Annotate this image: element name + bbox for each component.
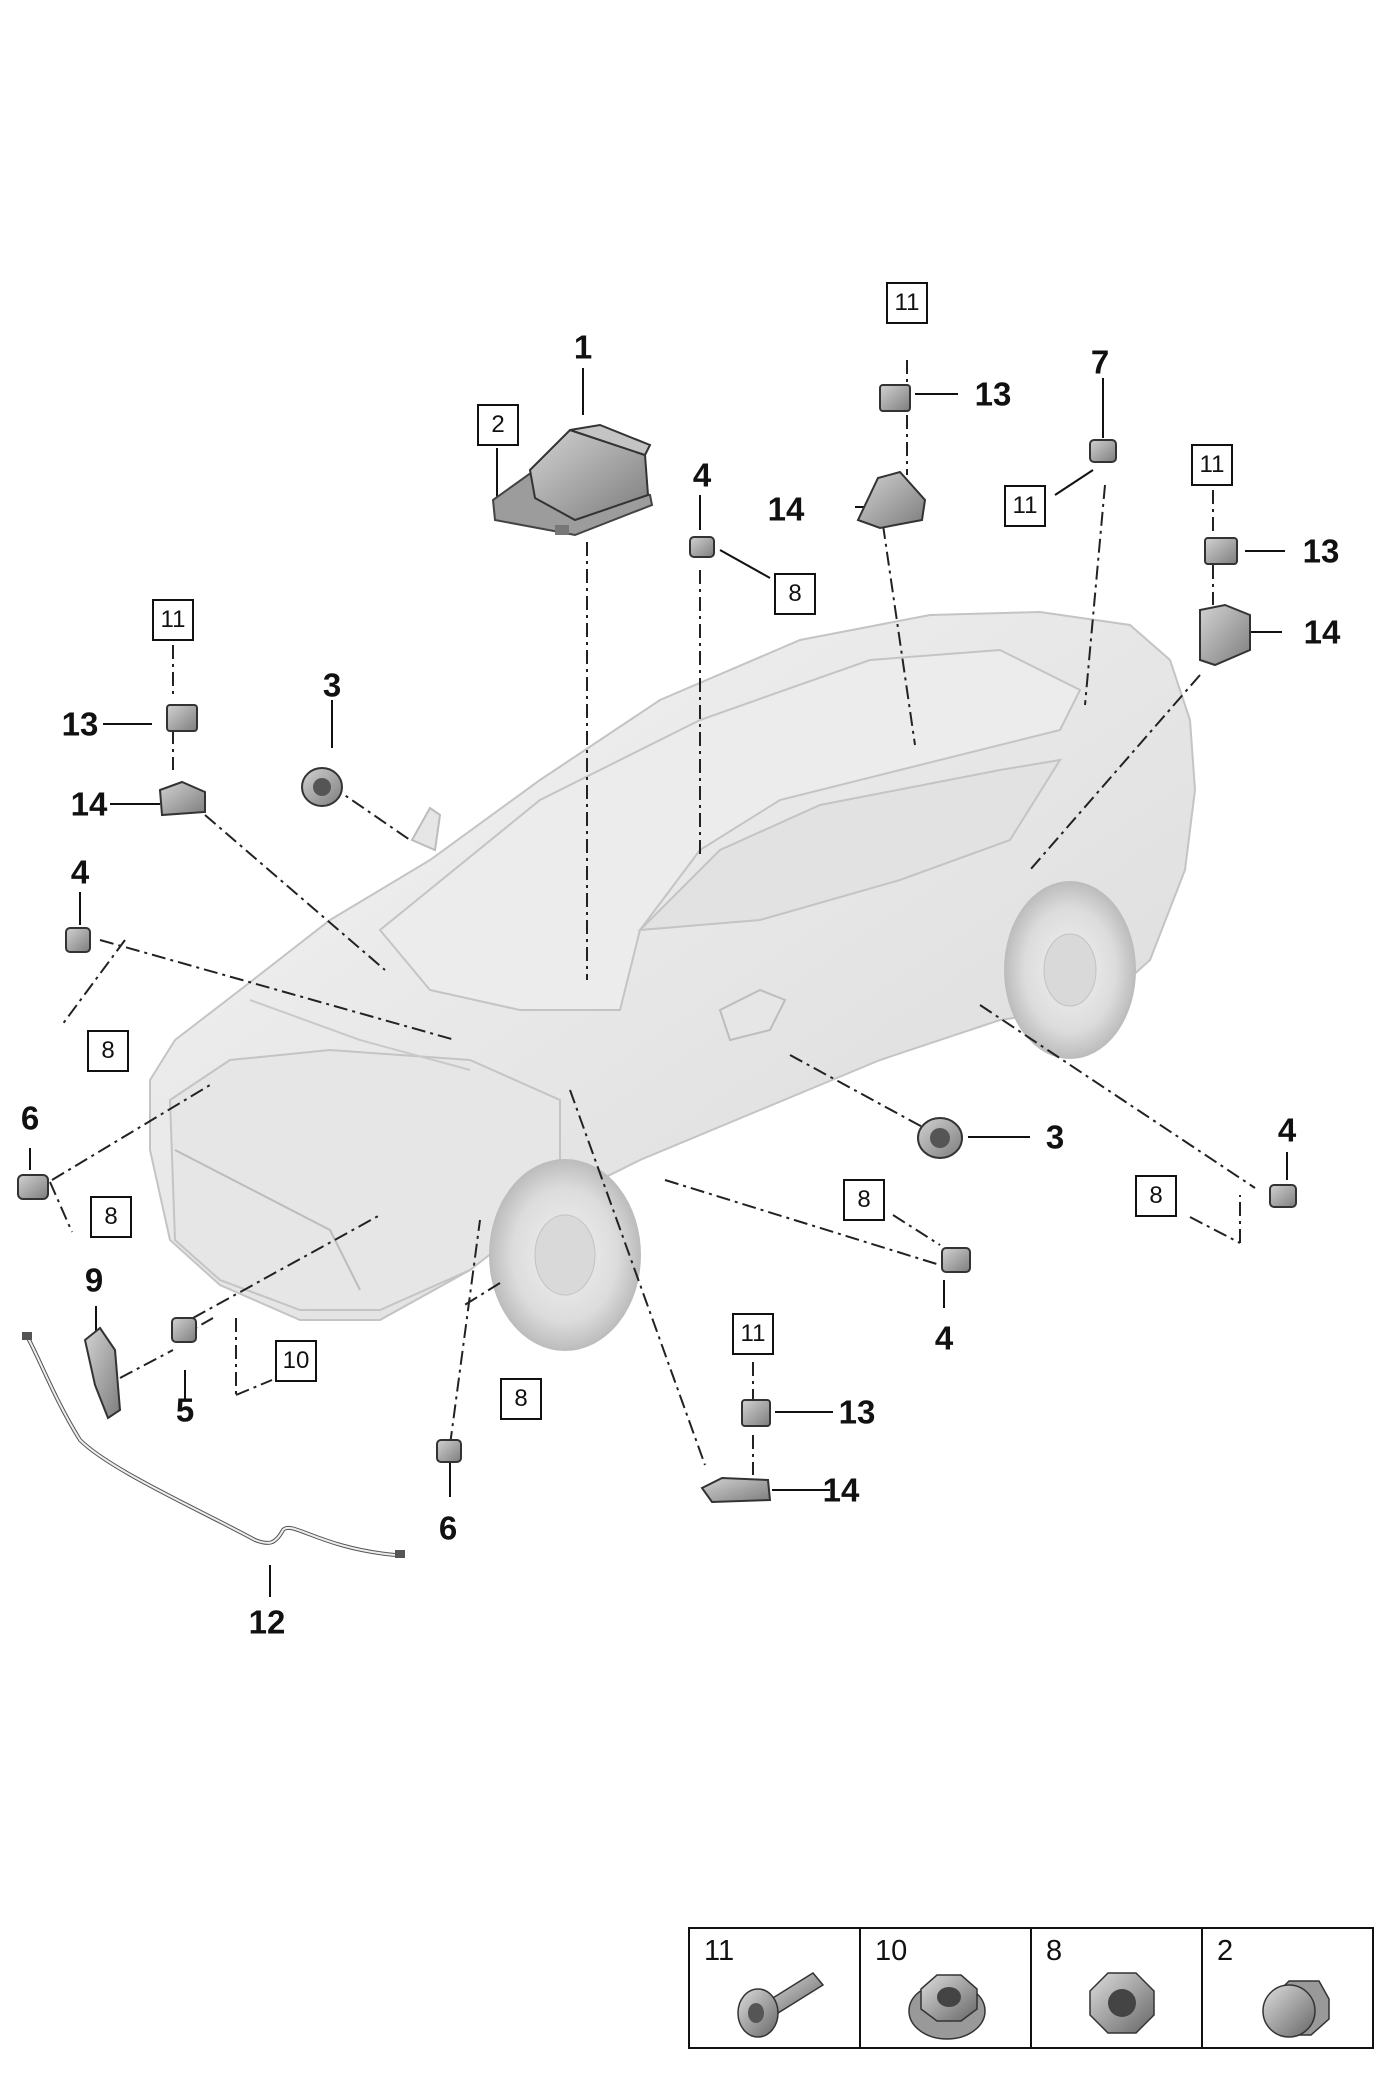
legend-number: 8	[1046, 1935, 1063, 1967]
speaker-part-2[interactable]	[917, 1117, 963, 1159]
legend-number: 2	[1217, 1935, 1234, 1967]
bracket-part-9[interactable]	[83, 1326, 122, 1420]
callout-3: 3	[322, 666, 342, 704]
side-mirror	[718, 988, 787, 1042]
cap-nut-icon	[1262, 1980, 1330, 2038]
speaker-part[interactable]	[301, 767, 343, 807]
sensor-part-4c[interactable]	[1269, 1184, 1297, 1208]
legend-cell-hex-nut[interactable]: 8	[1032, 1929, 1203, 2047]
sensor-part-4b[interactable]	[65, 927, 91, 953]
vehicle-body	[149, 610, 1197, 1321]
cable-part-12[interactable]	[22, 1332, 405, 1558]
callout-4: 4	[70, 853, 90, 891]
boxed-callout-8: 8	[774, 573, 816, 615]
callout-14: 14	[1303, 613, 1341, 651]
callout-13: 13	[974, 375, 1012, 413]
left-mirror	[410, 806, 442, 852]
legend-cell-cap-nut[interactable]: 2	[1203, 1929, 1372, 2047]
boxed-callout-8: 8	[90, 1196, 132, 1238]
callout-4: 4	[934, 1319, 954, 1357]
callout-6: 6	[438, 1509, 458, 1547]
bracket-part-14d[interactable]	[700, 1476, 772, 1504]
sensor-part-5[interactable]	[171, 1317, 197, 1343]
front-wheel	[489, 1159, 641, 1351]
sensor-part-4d[interactable]	[941, 1247, 971, 1273]
legend-cell-bolt[interactable]: 11	[690, 1929, 861, 2047]
callout-13: 13	[838, 1393, 876, 1431]
clip-part-13a[interactable]	[879, 384, 911, 412]
fastener-legend: 11 10 8 2	[688, 1927, 1374, 2049]
clip-part-13b[interactable]	[1204, 537, 1238, 565]
callout-13: 13	[61, 705, 99, 743]
callout-1: 1	[573, 328, 593, 366]
bracket-part-14b[interactable]	[1199, 603, 1251, 667]
legend-number: 11	[704, 1935, 735, 1967]
callout-4: 4	[692, 456, 712, 494]
legend-cell-flange-nut[interactable]: 10	[861, 1929, 1032, 2047]
callout-6: 6	[20, 1099, 40, 1137]
callout-7: 7	[1090, 343, 1110, 381]
legend-number: 10	[875, 1935, 908, 1967]
boxed-callout-11: 11	[1004, 485, 1046, 527]
boxed-callout-10: 10	[275, 1340, 317, 1382]
boxed-callout-11: 11	[732, 1313, 774, 1355]
clip-part-13d[interactable]	[741, 1399, 771, 1427]
callout-12: 12	[248, 1603, 286, 1641]
boxed-callout-8: 8	[500, 1378, 542, 1420]
callout-4: 4	[1277, 1111, 1297, 1149]
boxed-callout-8: 8	[843, 1179, 885, 1221]
boxed-callout-11: 11	[1191, 444, 1233, 486]
callout-14: 14	[767, 490, 805, 528]
bracket-part-14a[interactable]	[856, 470, 927, 530]
callout-3: 3	[1045, 1118, 1065, 1156]
rear-wheel	[1004, 881, 1136, 1059]
boxed-callout-8: 8	[87, 1030, 129, 1072]
hex-nut-icon	[1089, 1972, 1155, 2034]
sensor-part-7[interactable]	[1089, 439, 1117, 463]
callout-14: 14	[70, 785, 108, 823]
callout-5: 5	[175, 1391, 195, 1429]
sensor-part-6b[interactable]	[436, 1439, 462, 1463]
boxed-callout-8: 8	[1135, 1175, 1177, 1217]
sensor-part-4a[interactable]	[689, 536, 715, 558]
leader-lines	[49, 360, 1256, 1475]
bolt-icon	[737, 1972, 825, 2038]
callout-14: 14	[822, 1471, 860, 1509]
control-unit-part[interactable]	[491, 423, 654, 537]
callout-13: 13	[1302, 532, 1340, 570]
sensor-part-6a[interactable]	[17, 1174, 49, 1200]
boxed-callout-2: 2	[477, 404, 519, 446]
callout-9: 9	[84, 1261, 104, 1299]
bracket-part-14c[interactable]	[158, 780, 206, 817]
boxed-callout-11: 11	[886, 282, 928, 324]
boxed-callout-11: 11	[152, 599, 194, 641]
clip-part-13c[interactable]	[166, 704, 198, 732]
flange-nut-icon	[908, 1974, 986, 2040]
